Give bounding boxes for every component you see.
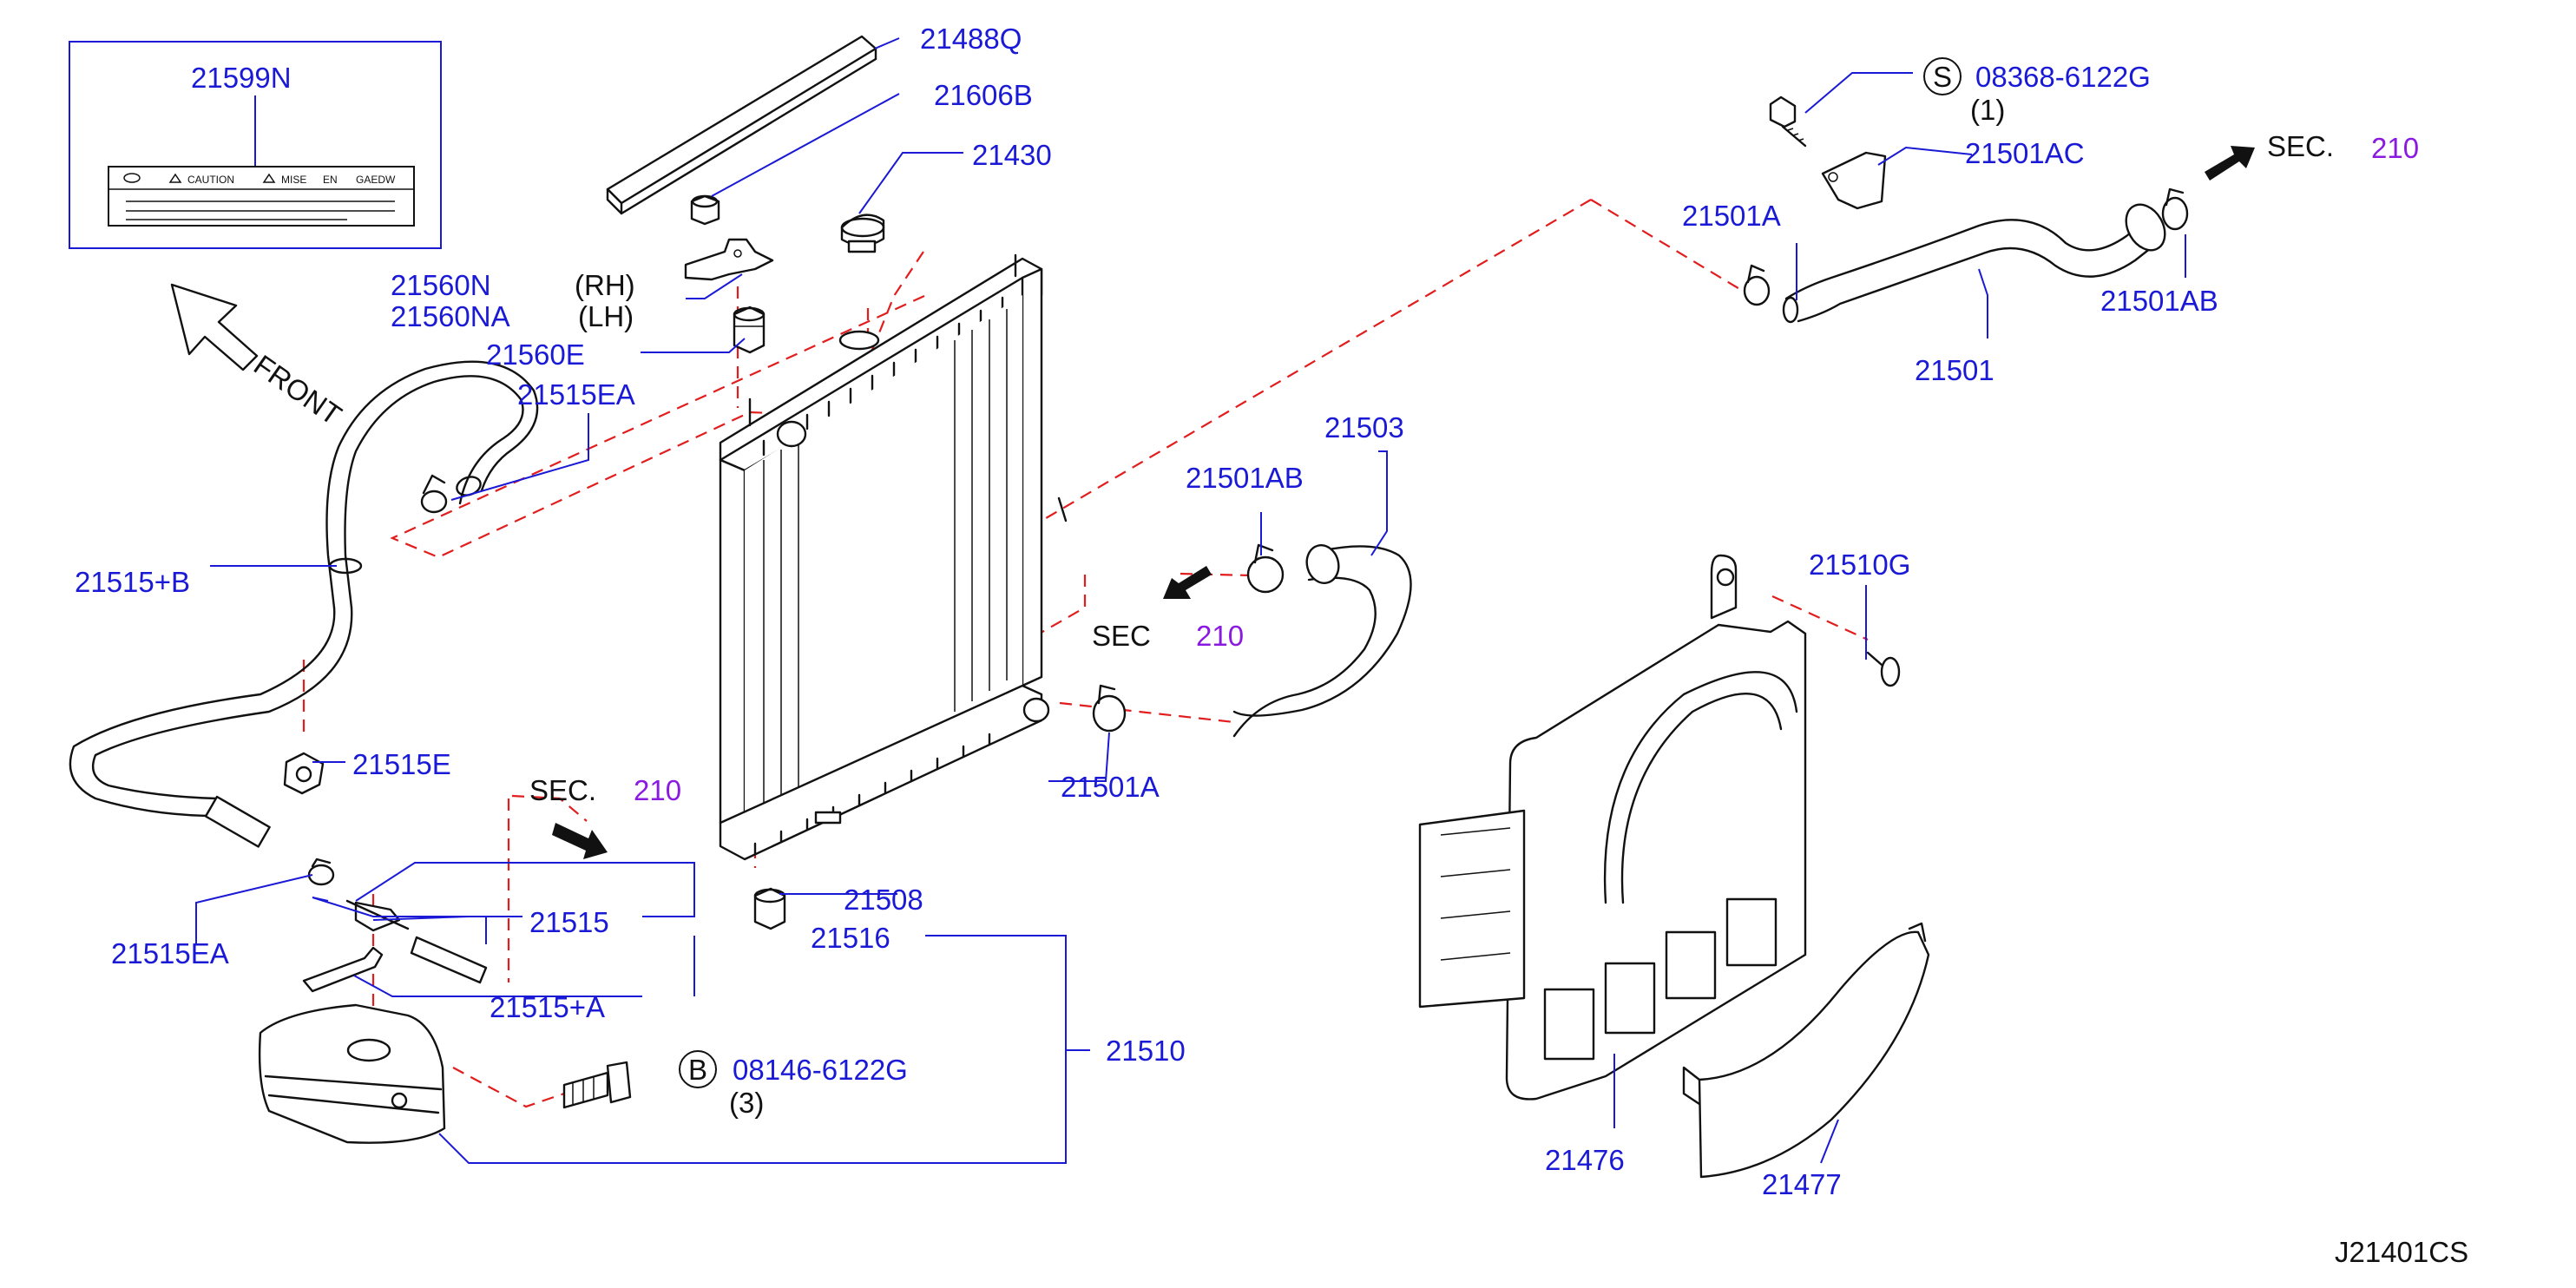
lower-shroud-21477 xyxy=(1682,922,1930,1179)
symbol-s-callout: S xyxy=(1923,57,1962,95)
symbol-b: B xyxy=(688,1054,707,1086)
connector-fitting xyxy=(345,899,410,932)
part-label-21503: 21503 xyxy=(1324,411,1404,444)
clip-21501A-top xyxy=(1743,264,1771,306)
part-label-21560N: 21560N xyxy=(391,269,491,301)
section-ref-number-2: 210 xyxy=(1196,620,1244,652)
rh-label: (RH) xyxy=(575,269,635,301)
section-ref-number-1: 210 xyxy=(2371,132,2419,164)
part-label-21599N: 21599N xyxy=(191,62,292,94)
part-label-21515B: 21515+B xyxy=(75,566,190,598)
clip-21501AB-mid xyxy=(1246,543,1285,594)
front-direction-arrow: FRONT xyxy=(170,283,347,431)
bolt-08146-6122G xyxy=(562,1061,632,1109)
seal-strip-21488Q xyxy=(606,35,877,215)
bolt-b-quantity: (3) xyxy=(729,1087,764,1119)
mount-rubber-21560E xyxy=(733,306,766,354)
lh-label: (LH) xyxy=(578,300,634,332)
leader-lines xyxy=(195,37,2186,1164)
section-ref-label-1: SEC. xyxy=(2267,130,2334,162)
section-arrow-upper-right xyxy=(2205,146,2255,181)
part-label-21501A-mid: 21501A xyxy=(1061,771,1160,803)
bolt-08368-6122G xyxy=(1769,95,1807,148)
front-label: FRONT xyxy=(248,348,347,430)
part-label-21510: 21510 xyxy=(1106,1035,1186,1067)
radiator-core-assembly xyxy=(719,253,1068,861)
bolt-s-quantity: (1) xyxy=(1970,94,2005,126)
part-label-21476: 21476 xyxy=(1545,1144,1625,1176)
bracket-21501AC xyxy=(1821,151,1887,210)
section-ref-label-2: SEC xyxy=(1092,620,1151,652)
clip-21501A-mid xyxy=(1092,684,1127,733)
part-label-21516: 21516 xyxy=(811,922,890,954)
gaedw-text: GAEDW xyxy=(356,174,396,186)
section-ref-number-3: 210 xyxy=(634,774,681,806)
part-label-21515A: 21515+A xyxy=(490,991,605,1023)
part-label-08368-6122G: 08368-6122G xyxy=(1975,61,2151,93)
part-label-21501AB-top: 21501AB xyxy=(2100,285,2218,317)
part-label-21488Q: 21488Q xyxy=(920,23,1022,55)
part-label-21477: 21477 xyxy=(1762,1168,1842,1200)
part-label-21501AB-mid: 21501AB xyxy=(1186,462,1304,494)
part-label-21560NA: 21560NA xyxy=(391,300,510,332)
part-label-21501A-top: 21501A xyxy=(1682,200,1781,232)
lower-radiator-hose-21503 xyxy=(1232,544,1412,738)
section-ref-label-3: SEC. xyxy=(529,774,596,806)
fan-shroud-21476 xyxy=(1418,554,1807,1101)
bracket-21560N xyxy=(684,238,774,281)
caution-text: CAUTION xyxy=(187,174,234,186)
reservoir-hose-21515B xyxy=(69,360,539,848)
clip-21510G xyxy=(1866,651,1901,687)
part-label-21515EA-top: 21515EA xyxy=(517,378,635,411)
part-label-21515E: 21515E xyxy=(352,748,451,780)
part-label-21606B: 21606B xyxy=(934,79,1033,111)
hose-21515A xyxy=(302,946,384,993)
upper-radiator-hose-21501 xyxy=(1782,203,2166,324)
section-arrow-left xyxy=(552,823,608,859)
mise-text: MISE xyxy=(281,174,306,186)
part-label-21501: 21501 xyxy=(1915,354,1994,386)
part-label-21515: 21515 xyxy=(529,906,609,938)
part-label-21515EA-bottom: 21515EA xyxy=(111,937,229,969)
clip-21515E xyxy=(283,752,325,795)
part-label-21510G: 21510G xyxy=(1809,549,1910,581)
clip-21515EA-top xyxy=(420,474,448,514)
lower-mount-21508 xyxy=(753,887,786,930)
clip-21515EA-bottom xyxy=(307,858,335,886)
part-label-21501AC: 21501AC xyxy=(1965,137,2085,169)
part-label-08146-6122G: 08146-6122G xyxy=(733,1054,908,1086)
diagram-code: J21401CS xyxy=(2335,1236,2468,1268)
part-label-21430: 21430 xyxy=(972,139,1052,171)
spacer-21606B xyxy=(690,194,720,226)
radiator-cap-21430 xyxy=(840,214,885,253)
clip-21501AB-top xyxy=(2161,187,2189,231)
reservoir-tank-21510 xyxy=(258,1003,446,1144)
en-text: EN xyxy=(323,174,338,186)
overflow-hose-21515 xyxy=(410,936,488,984)
part-label-21560E: 21560E xyxy=(486,338,585,371)
section-arrow-middle xyxy=(1163,566,1212,599)
caution-label-callout: 21599N CAUTION MISE EN GAEDW xyxy=(69,41,442,249)
symbol-b-callout: B xyxy=(679,1050,717,1088)
part-label-21508: 21508 xyxy=(844,884,923,916)
symbol-s: S xyxy=(1933,61,1952,93)
